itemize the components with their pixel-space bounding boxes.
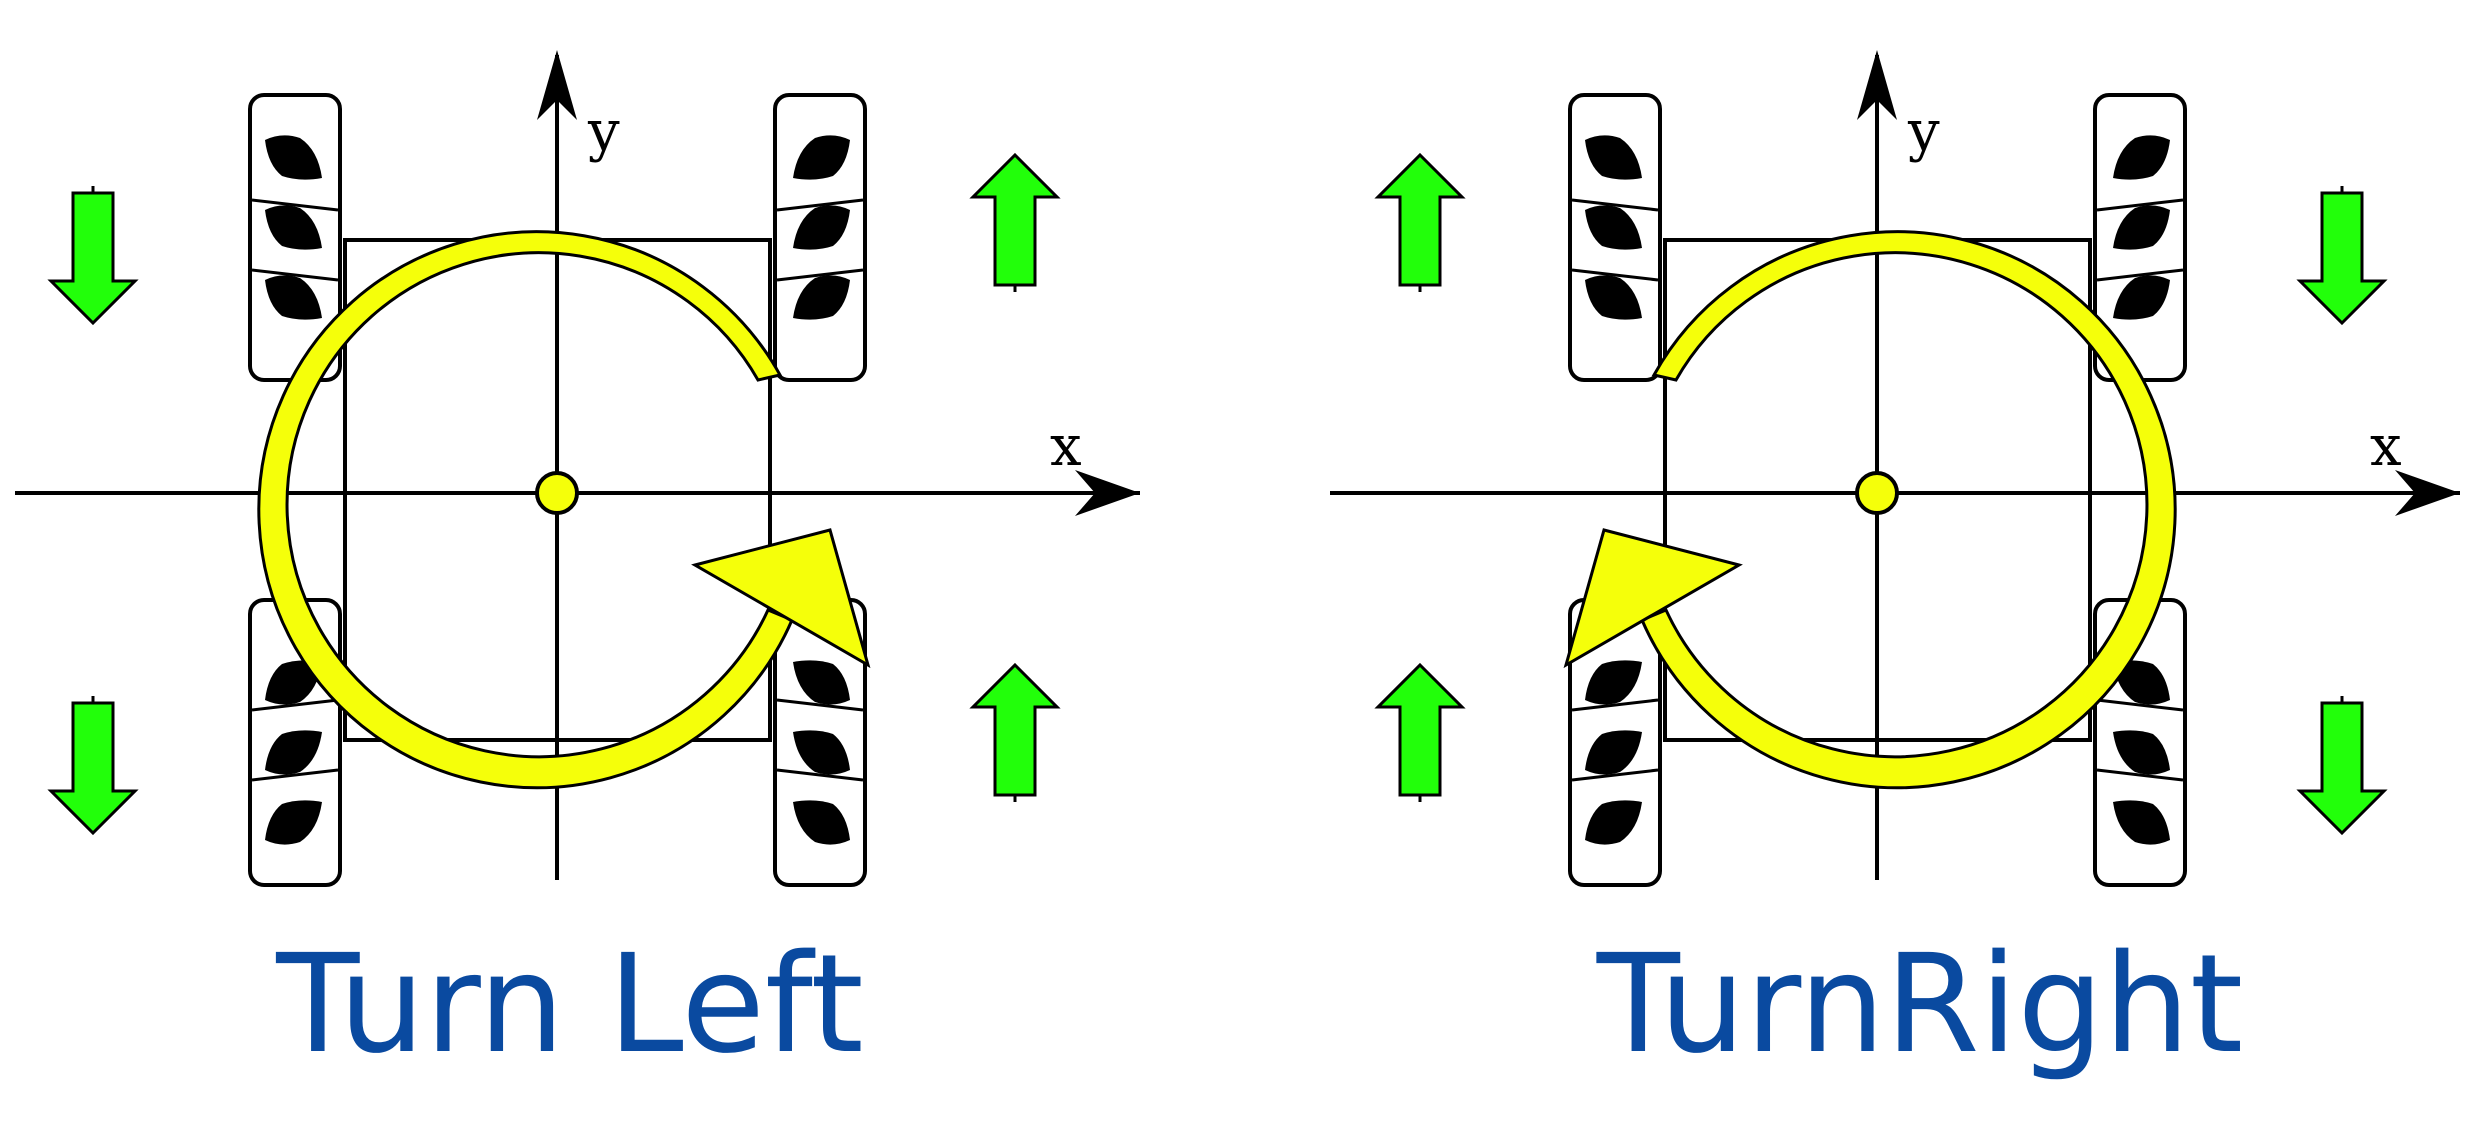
diagram-turn-left: x y xyxy=(15,50,1140,887)
wheel-rear-right xyxy=(2093,598,2187,887)
y-axis xyxy=(537,50,577,880)
arrow-rear-left-up xyxy=(1376,663,1464,804)
y-axis xyxy=(1857,50,1897,880)
y-axis-label: y xyxy=(1907,99,1940,164)
diagram-turn-right: x y xyxy=(1330,50,2460,887)
arrow-rear-left-down xyxy=(49,694,137,835)
x-axis-label: x xyxy=(1050,414,1082,479)
arrow-front-right-down xyxy=(2298,184,2386,325)
arrow-rear-right-down xyxy=(2298,694,2386,835)
rotation-arrow-head xyxy=(1563,528,1743,669)
center-point xyxy=(535,471,579,515)
x-axis-label: x xyxy=(2370,414,2402,479)
wheel-front-right xyxy=(773,93,867,382)
rotation-arrow xyxy=(1640,230,2177,790)
y-axis-label: y xyxy=(587,99,620,164)
center-point xyxy=(1855,471,1899,515)
wheel-rear-left xyxy=(1568,598,1662,887)
arrow-front-right-up xyxy=(971,153,1059,294)
caption-turn-left: Turn Left xyxy=(276,926,864,1084)
wheel-rear-left xyxy=(248,598,342,887)
wheel-front-right xyxy=(2093,93,2187,382)
rotation-arrow xyxy=(257,230,794,790)
wheel-front-left xyxy=(248,93,342,382)
rotation-arrow-head xyxy=(691,528,871,669)
caption-turn-right: TurnRight xyxy=(1596,926,2244,1084)
wheel-front-left xyxy=(1568,93,1662,382)
arrow-rear-right-up xyxy=(971,663,1059,804)
wheel-rear-right xyxy=(773,598,867,887)
arrow-front-left-up xyxy=(1376,153,1464,294)
arrow-front-left-down xyxy=(49,184,137,325)
